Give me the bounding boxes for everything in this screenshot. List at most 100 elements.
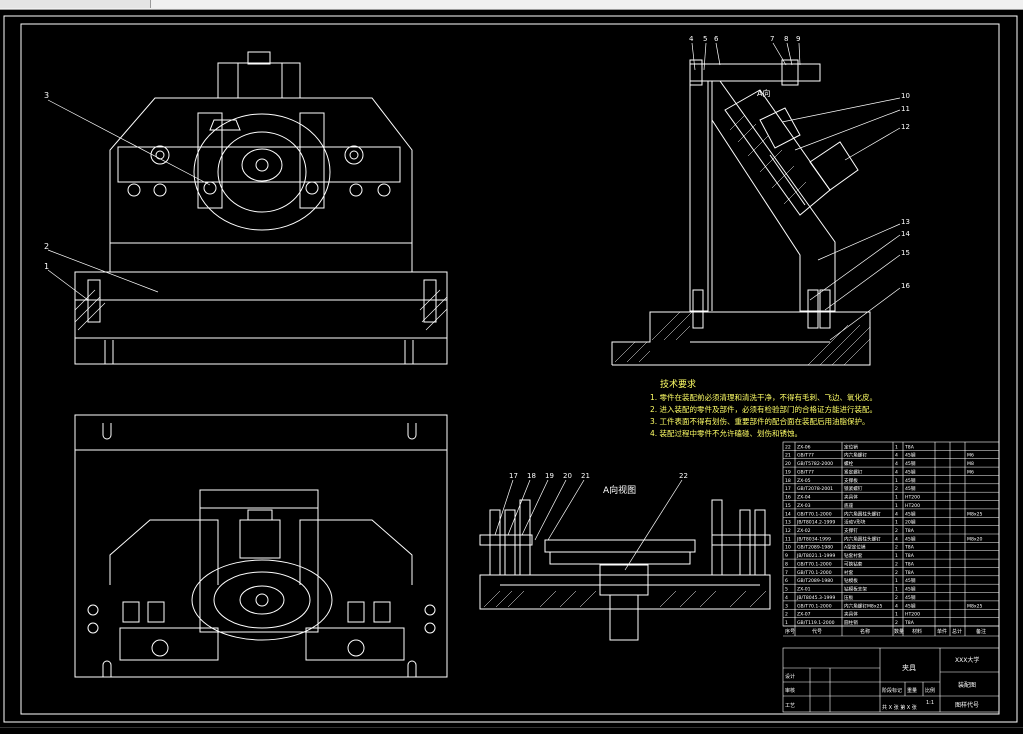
bom-cell: 钻模板: [844, 577, 858, 584]
callout-8: 8: [784, 35, 788, 43]
bom-cell: 45钢: [905, 452, 916, 459]
tech-req-item-1: 1. 零件在装配前必须清理和清洗干净，不得有毛刺、飞边、氧化皮。: [650, 392, 877, 402]
bom-cell: 4: [895, 469, 898, 475]
scale-label: 比例: [925, 687, 935, 694]
bom-cell: 衬套: [844, 569, 854, 576]
bom-cell: 内六角圆柱头螺钉: [844, 510, 881, 517]
top-view: [74, 414, 448, 678]
bom-cell: M6: [967, 453, 974, 459]
bom-cell: JB/T8021.1-1999: [796, 553, 835, 559]
bom-cell: T8A: [904, 553, 915, 559]
bom-cell: 9: [785, 553, 788, 559]
front-view-callouts: [47, 99, 211, 301]
bom-cell: JB/T8014.2-1999: [796, 520, 835, 526]
sheet-count: 共 X 张 第 X 张: [882, 704, 917, 711]
callout-5: 5: [703, 35, 707, 43]
bom-cell: 钻模板支架: [844, 586, 867, 593]
callout-4: 4: [689, 35, 694, 43]
bom-cell: GB/T77: [797, 469, 814, 475]
bom-cell: M6: [967, 469, 974, 475]
bom-cell: 1: [895, 520, 898, 526]
bom-cell: JB/T8045.3-1999: [796, 595, 835, 601]
callout-21: 21: [581, 472, 590, 480]
bom-cell: 可换钻套: [844, 560, 863, 567]
bom-cell: T8A: [904, 528, 915, 534]
bom-cell: 2: [895, 561, 898, 567]
bom-cell: 20: [785, 461, 791, 467]
side-view-hatch: [614, 114, 871, 366]
title-block-grid: [782, 647, 1000, 713]
callout-3: 3: [44, 91, 49, 100]
bom-cell: 1: [895, 612, 898, 618]
drawing-name: 夹具: [902, 663, 916, 672]
bom-cell: 21: [785, 453, 791, 459]
bom-cell: 支撑钉: [844, 527, 858, 534]
callout-2: 2: [44, 242, 49, 251]
bom-header-row: 序号 代号 名称 数量 材料 单件 总计 备注: [783, 628, 999, 637]
bom-cell: ZX-01: [797, 587, 811, 593]
callout-13: 13: [901, 218, 910, 226]
bom-cell: GB/T70.1-2000: [797, 570, 832, 576]
callout-11: 11: [901, 105, 910, 113]
bom-cell: 1: [895, 553, 898, 559]
drawing-number: 图样代号: [955, 701, 979, 709]
callout-12: 12: [901, 123, 910, 131]
bom-cell: 2: [785, 612, 788, 618]
scale-value: 1:1: [926, 700, 934, 706]
callout-1: 1: [44, 262, 49, 271]
bom-cell: 6: [785, 578, 788, 584]
bom-cell: GB/T2089-1980: [797, 578, 833, 584]
bom-cell: 锁紧螺钉: [844, 485, 863, 492]
bom-cell: ZX-05: [797, 478, 811, 484]
bom-cell: 13: [785, 520, 791, 526]
bom-cell: 11: [785, 536, 791, 542]
bom-cell: M8x20: [967, 536, 983, 542]
bom-cell: 45钢: [905, 535, 916, 542]
bom-cell: JB/T8034-1999: [796, 536, 831, 542]
bom-header-total: 总计: [952, 628, 962, 635]
a-view-title: A向视图: [603, 484, 636, 496]
bom-cell: 夹具体: [844, 611, 858, 618]
bom-cell: ZX-07: [797, 612, 811, 618]
drawing-tab[interactable]: [0, 0, 151, 8]
bom-cell: 15: [785, 503, 791, 509]
bom-cell: ZX-04: [797, 495, 811, 501]
bom-cell: 2: [895, 620, 898, 626]
cad-drawing: 3 2 1: [3, 15, 1018, 723]
bom-cell: 夹具体: [844, 494, 858, 501]
bom-cell: GB/T2078-2001: [797, 486, 833, 492]
callout-18: 18: [527, 472, 536, 480]
callout-22: 22: [679, 472, 688, 480]
bom-cell: 1: [895, 503, 898, 509]
callout-19: 19: [545, 472, 554, 480]
bom-cell: 4: [895, 536, 898, 542]
bom-cell: 紧定螺钉: [844, 468, 863, 475]
bom-header-unit: 单件: [937, 628, 947, 635]
bom-header-code: 代号: [812, 628, 822, 635]
bom-header-remark: 备注: [976, 628, 986, 635]
bom-cell: T8A: [904, 570, 915, 576]
bom-cell: 4: [895, 453, 898, 459]
bom-cell: T8A: [904, 561, 915, 567]
row-label-design: 设计: [785, 673, 795, 680]
bom-header-name: 名称: [860, 628, 870, 635]
window-top-bar: [0, 0, 1023, 10]
outer-frame: [3, 15, 1018, 723]
bom-cell: 2: [895, 545, 898, 551]
bom-cell: HT200: [905, 503, 920, 509]
a-view-hatch: [483, 590, 767, 608]
inner-frame: [20, 23, 1000, 715]
tech-req-item-2: 2. 进入装配的零件及部件，必须有检验部门的合格证方能进行装配。: [650, 404, 877, 414]
bom-cell: 3: [785, 603, 788, 609]
weight-label: 重量: [907, 687, 917, 694]
bom-cell: 内六角螺钉M8x25: [844, 602, 882, 609]
bom-cell: GB/T77: [797, 453, 814, 459]
bom-cell: 1: [895, 478, 898, 484]
bom-cell: GB/T70.1-2000: [797, 603, 832, 609]
a-view-callouts: [494, 479, 683, 571]
callout-14: 14: [901, 230, 910, 238]
bom-cell: 螺栓: [844, 460, 854, 467]
bom-cell: 12: [785, 528, 791, 534]
callout-16: 16: [901, 282, 910, 290]
